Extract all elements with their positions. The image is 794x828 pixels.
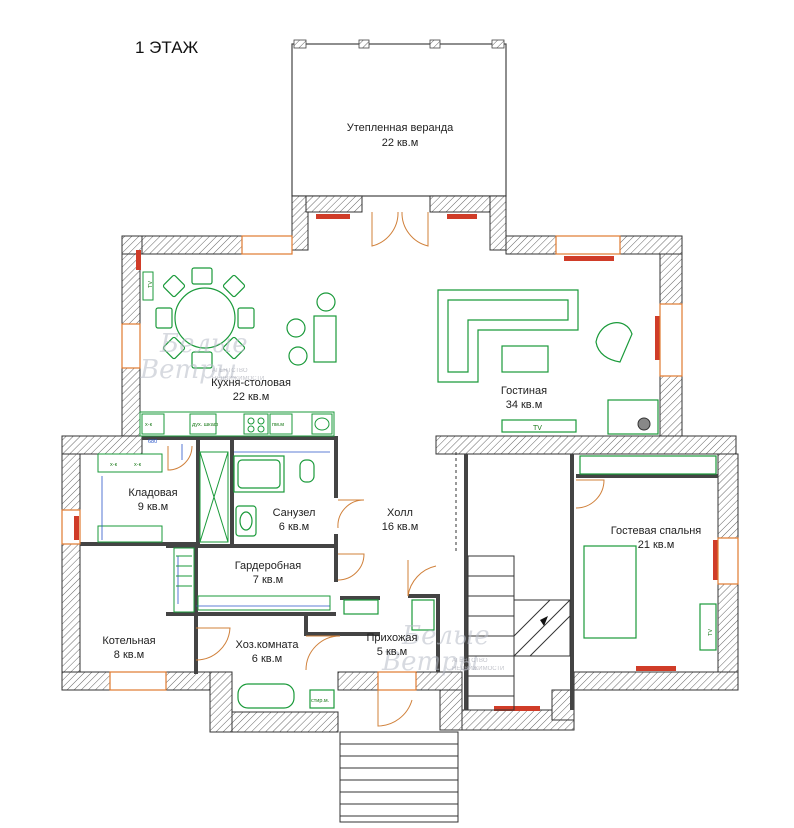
room-label-living: Гостиная 34 кв.м <box>501 385 547 411</box>
room-name: Котельная <box>102 635 155 647</box>
room-name: Кухня-столовая <box>211 377 291 389</box>
room-label-veranda: Утепленная веранда 22 кв.м <box>347 122 454 149</box>
pantry-fridge-1: х-к <box>110 462 118 468</box>
tv-kitchen: TV <box>142 271 154 301</box>
room-label-kitchen: Кухня-столовая 22 кв.м <box>211 377 291 403</box>
tv-living-label: TV <box>533 425 542 432</box>
porch-steps <box>339 731 459 823</box>
bathroom-fixtures <box>233 455 315 537</box>
dishwasher-label: пм.м <box>272 422 284 428</box>
stair-arrow <box>540 616 548 626</box>
room-area: 16 кв.м <box>382 521 419 533</box>
room-name: Утепленная веранда <box>347 122 454 134</box>
watermark2-logo-line2: Ветры <box>381 647 479 677</box>
room-name: Гостевая спальня <box>611 525 702 537</box>
stove-icon <box>637 417 651 431</box>
room-area: 5 кв.м <box>377 646 407 658</box>
watermark-logo-line1: Белые <box>159 329 248 359</box>
room-label-utility: Хоз.комната 6 кв.м <box>236 639 300 665</box>
watermark2-tagline-2: НЕДВИЖИМОСТИ <box>452 666 504 672</box>
watermark2-tagline-1: АГЕНТСТВО <box>452 658 488 664</box>
watermark-2: Белые Ветры АГЕНТСТВО НЕДВИЖИМОСТИ <box>381 621 504 677</box>
living-furniture <box>437 289 659 435</box>
exterior-walls <box>61 195 739 733</box>
room-name: Холл <box>387 507 413 519</box>
watermark-tagline-2: НЕДВИЖИМОСТИ <box>212 376 264 382</box>
room-area: 7 кв.м <box>253 574 283 586</box>
room-area: 22 кв.м <box>382 137 419 149</box>
wardrobe-rails <box>173 547 331 613</box>
room-name: Гардеробная <box>235 560 302 572</box>
interior-walls <box>80 436 718 710</box>
guest-furniture <box>579 455 717 651</box>
pantry-shelves <box>97 451 229 543</box>
room-name: Хоз.комната <box>236 639 300 651</box>
kitchen-counter <box>139 411 335 437</box>
watermark-logo-line2: Ветры <box>139 355 237 385</box>
room-area: 8 кв.м <box>114 649 144 661</box>
oven-label: дух. шкаф <box>192 422 219 428</box>
room-area: 34 кв.м <box>506 399 543 411</box>
room-area: 22 кв.м <box>233 391 270 403</box>
room-name: Прихожая <box>367 632 418 644</box>
windows-orange <box>61 235 739 691</box>
fridge-label: х-к <box>145 422 153 428</box>
dining-set <box>155 267 255 369</box>
tv-kitchen-label: TV <box>148 281 154 288</box>
windows-red <box>74 214 718 711</box>
washer-label: стир.м. <box>311 698 330 704</box>
room-label-boiler: Котельная 8 кв.м <box>102 635 155 661</box>
room-label-bathroom: Санузел 6 кв.м <box>273 507 316 533</box>
tv-guest-label: TV <box>708 629 714 636</box>
room-name: Санузел <box>273 507 316 519</box>
floor-title: 1 ЭТАЖ <box>135 38 199 57</box>
staircase <box>455 452 571 711</box>
watermark2-logo-line1: Белые <box>401 621 490 651</box>
room-name: Гостиная <box>501 385 547 397</box>
utility-fixtures <box>237 599 435 709</box>
room-label-wardrobe: Гардеробная 7 кв.м <box>235 560 302 586</box>
bar-stools <box>286 292 337 366</box>
watermark-tagline-1: АГЕНТСТВО <box>212 368 248 374</box>
room-label-guest: Гостевая спальня 21 кв.м <box>611 525 702 551</box>
room-area: 6 кв.м <box>279 521 309 533</box>
room-name: Кладовая <box>128 487 177 499</box>
watermark-1: Белые Ветры АГЕНТСТВО НЕДВИЖИМОСТИ <box>139 329 264 385</box>
room-area: 9 кв.м <box>138 501 168 513</box>
pantry-fridge-2: х-к <box>134 462 142 468</box>
room-area: 6 кв.м <box>252 653 282 665</box>
dimension-label: 680 <box>148 439 157 445</box>
room-label-hall: Холл 16 кв.м <box>382 507 419 533</box>
plumbing-lines <box>101 444 330 607</box>
room-label-entry: Прихожая 5 кв.м <box>367 632 418 658</box>
door-swings <box>167 211 605 727</box>
room-label-pantry: Кладовая 9 кв.м <box>128 487 177 513</box>
room-area: 21 кв.м <box>638 539 675 551</box>
veranda-structure <box>291 39 507 197</box>
